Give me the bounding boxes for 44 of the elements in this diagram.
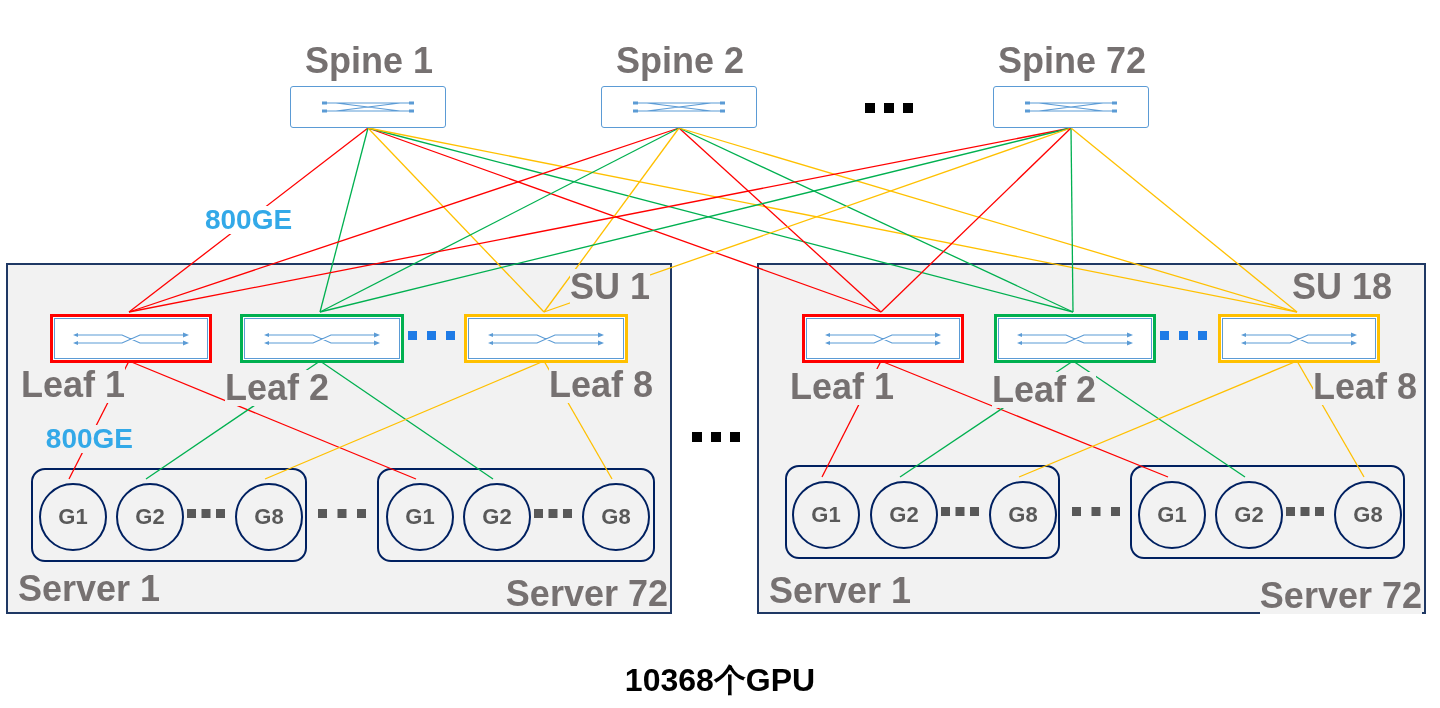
- group-panel: [6, 263, 672, 614]
- gpu-label: G2: [135, 506, 165, 528]
- switch-label: Spine 72: [997, 43, 1147, 79]
- switch-label: Leaf 2: [992, 372, 1097, 408]
- link-line: [543, 127, 1072, 313]
- link-line: [367, 127, 545, 313]
- gpu-label: G1: [405, 506, 435, 528]
- gpu-label: G1: [58, 506, 88, 528]
- gpu-label: G2: [1234, 504, 1264, 526]
- switch-label: Spine 1: [304, 43, 433, 79]
- link-line: [821, 360, 882, 478]
- switch-label: Leaf 1: [790, 369, 895, 405]
- link-line: [319, 360, 494, 480]
- group-label: SU 1: [569, 269, 650, 305]
- gpu-label: G2: [482, 506, 512, 528]
- gpu-label: G2: [889, 504, 919, 526]
- link-line: [678, 127, 882, 313]
- link-line: [1070, 127, 1074, 313]
- link-line: [543, 360, 613, 480]
- gpu-label: G8: [254, 506, 284, 528]
- caption: 10368个GPU: [624, 664, 816, 696]
- gpu-label: G8: [601, 506, 631, 528]
- switch-label: Spine 2: [615, 43, 744, 79]
- edge-label: 800GE: [202, 206, 295, 234]
- link-line: [678, 127, 1298, 313]
- switch-label: Leaf 1: [21, 367, 126, 403]
- link-line: [319, 127, 369, 313]
- link-line: [319, 127, 680, 313]
- gpu-label: G8: [1008, 504, 1038, 526]
- edge-label: 800GE: [43, 424, 135, 453]
- switch-label: Leaf 8: [548, 367, 653, 403]
- link-line: [1070, 127, 1298, 313]
- link-line: [128, 127, 680, 313]
- link-line: [1296, 360, 1365, 478]
- link-line: [543, 127, 680, 313]
- link-line: [367, 127, 882, 313]
- link-line: [678, 127, 1074, 313]
- gpu-label: G1: [811, 504, 841, 526]
- group-panel: [757, 263, 1426, 614]
- switch-label: Leaf 2: [225, 370, 330, 406]
- link-line: [880, 127, 1072, 313]
- gpu-label: G8: [1353, 504, 1383, 526]
- gpu-label: G1: [1157, 504, 1187, 526]
- switch-label: Leaf 8: [1312, 369, 1417, 405]
